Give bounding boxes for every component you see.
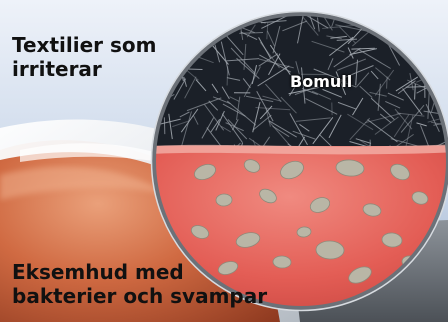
cotton-fiber <box>415 84 416 100</box>
label-textiles-irritate: Textilier som irriterar <box>12 33 156 82</box>
microbe-blob <box>216 194 233 207</box>
label-cotton: Bomull <box>290 72 352 92</box>
label-eczema-skin: Eksemhud med bakterier och svampar <box>12 260 267 309</box>
cotton-fiber <box>387 77 388 89</box>
